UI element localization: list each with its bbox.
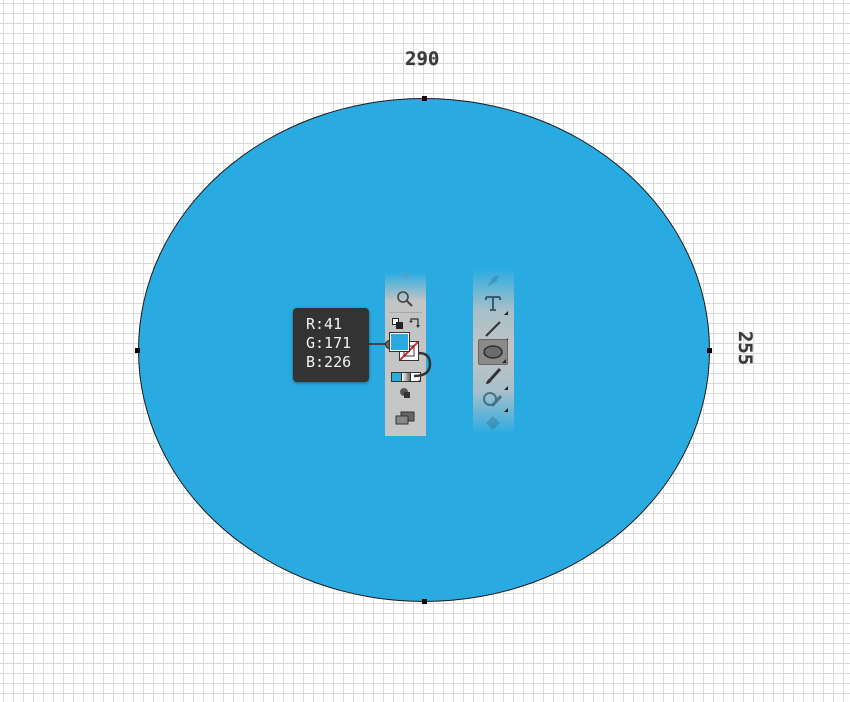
fill-swatch[interactable]	[389, 332, 410, 352]
tooltip-blue-value: B:226	[306, 353, 352, 371]
swap-fill-stroke-icon	[409, 318, 420, 328]
submenu-indicator-icon	[504, 311, 508, 315]
pen-icon	[487, 275, 499, 287]
type-tool[interactable]	[482, 293, 508, 315]
anchor-point-right[interactable]	[707, 348, 712, 353]
type-tool-icon	[485, 296, 501, 311]
zoom-icon	[397, 291, 413, 307]
rgb-color-tooltip: R:41 G:171 B:226	[293, 308, 369, 382]
anchor-point-left[interactable]	[135, 348, 140, 353]
shaper-tool[interactable]	[481, 389, 508, 412]
eraser-tool-icon	[486, 416, 500, 430]
hand-tool[interactable]	[397, 272, 415, 282]
anchor-point-bottom[interactable]	[422, 599, 427, 604]
tools-panel-drawing-section	[473, 268, 514, 434]
pen-tool[interactable]	[483, 272, 505, 290]
hand-icon	[401, 273, 411, 279]
ellipse-tool-icon	[483, 345, 503, 359]
line-segment-tool[interactable]	[482, 318, 508, 342]
zoom-tool[interactable]	[393, 288, 417, 310]
line-segment-tool-icon	[485, 321, 501, 337]
swap-fill-stroke-button[interactable]	[408, 316, 422, 330]
none-icon	[417, 379, 420, 381]
default-fill-stroke-icon	[391, 317, 403, 329]
stroke-link-curve	[411, 351, 432, 378]
tooltip-red-value: R:41	[306, 315, 343, 333]
draw-mode-button[interactable]	[397, 386, 413, 400]
paintbrush-tool-icon	[486, 367, 502, 384]
none-slash-icon	[400, 342, 418, 360]
draw-mode-icon	[400, 388, 410, 398]
submenu-indicator-icon	[504, 408, 508, 412]
anchor-point-top[interactable]	[422, 96, 427, 101]
tools-panel-fill-stroke-section	[385, 272, 426, 436]
width-dimension-label: 290	[405, 48, 440, 70]
ellipse-tool[interactable]	[478, 339, 508, 365]
screen-mode-icon	[395, 411, 415, 425]
paintbrush-tool[interactable]	[482, 366, 508, 390]
height-dimension-label: 255	[734, 330, 757, 366]
submenu-indicator-icon	[502, 359, 506, 363]
shaper-tool-icon	[483, 392, 503, 408]
submenu-indicator-icon	[504, 386, 508, 390]
tooltip-connector-line	[369, 343, 389, 345]
screen-mode-button[interactable]	[394, 410, 416, 426]
default-fill-stroke-button[interactable]	[390, 316, 404, 330]
eraser-tool[interactable]	[483, 414, 503, 432]
tooltip-green-value: G:171	[306, 334, 352, 352]
